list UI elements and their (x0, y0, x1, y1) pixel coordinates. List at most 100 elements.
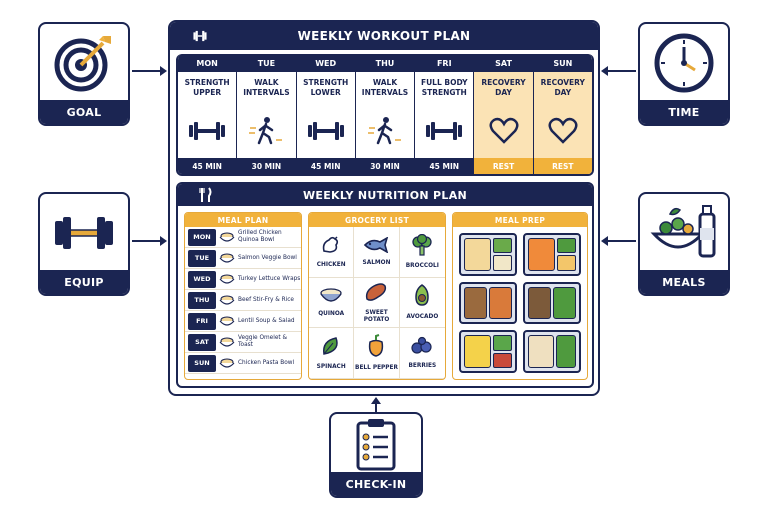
meal-bowl-icon (216, 315, 238, 327)
workout-duration: 45 MIN (415, 158, 474, 174)
meal-plan-row: MON Grilled Chicken Quinoa Bowl (185, 227, 301, 248)
workout-name: STRENGTH UPPER (184, 78, 230, 97)
workout-duration: 45 MIN (296, 158, 355, 174)
goal-arrow (132, 66, 167, 76)
checkin-card: CHECK-IN (329, 412, 423, 498)
target-arrow-icon (54, 36, 111, 92)
meal-bowl-icon (216, 252, 238, 264)
time-card: TIME (638, 22, 730, 126)
meal-name: Veggie Omelet & Toast (238, 335, 288, 348)
meal-bowl-icon (216, 273, 238, 285)
workout-day-wed: WED STRENGTH LOWER 45 MIN (296, 54, 356, 174)
meal-prep-container (459, 281, 517, 325)
day-label: TUE (237, 54, 296, 72)
heart-icon (534, 104, 592, 158)
day-label: THU (355, 54, 415, 72)
walk-icon (237, 104, 295, 158)
workout-title: WEEKLY WORKOUT PLAN (297, 29, 471, 43)
chicken-icon (320, 235, 342, 259)
workout-duration: 45 MIN (178, 158, 237, 174)
nutrition-title: WEEKLY NUTRITION PLAN (302, 188, 468, 202)
clock-icon (654, 33, 714, 93)
meal-prep-container (459, 233, 517, 276)
equip-label: EQUIP (40, 270, 128, 294)
avocado-icon (412, 283, 432, 311)
workout-duration: REST (533, 158, 592, 174)
grocery-item: BROCCOLI (399, 227, 445, 278)
workout-name: STRENGTH LOWER (303, 78, 349, 97)
workout-name: FULL BODY STRENGTH (420, 78, 468, 97)
heart-icon (474, 104, 532, 158)
meal-bowl-icon (216, 294, 238, 306)
day-label: MON (178, 54, 237, 72)
meal-prep-container (523, 233, 581, 276)
workout-name: RECOVERY DAY (540, 78, 585, 97)
meal-name: Chicken Pasta Bowl (238, 359, 295, 366)
grocery-title: GROCERY LIST (309, 213, 445, 227)
meal-prep-container (523, 281, 581, 325)
salad-bottle-icon (650, 205, 716, 258)
meal-day: SAT (188, 333, 216, 351)
dumbbell-icon (297, 104, 355, 158)
meals-arrow (601, 236, 636, 246)
fish-icon (363, 236, 389, 257)
workout-name: RECOVERY DAY (481, 78, 526, 97)
equip-arrow (132, 236, 167, 246)
meal-name: Salmon Veggie Bowl (238, 254, 297, 261)
meal-bowl-icon (216, 231, 238, 243)
meal-day: MON (188, 228, 216, 246)
meal-day: TUE (188, 249, 216, 267)
meal-plan-row: THU Beef Stir-Fry & Rice (185, 290, 301, 311)
meal-day: THU (188, 291, 216, 309)
grocery-name: AVOCADO (406, 314, 439, 321)
checkin-arrow (371, 397, 381, 412)
time-arrow (601, 66, 636, 76)
grocery-name: BERRIES (408, 363, 437, 370)
nutrition-header: WEEKLY NUTRITION PLAN (178, 184, 592, 206)
grocery-name: SPINACH (316, 364, 346, 371)
time-label: TIME (640, 100, 728, 124)
goal-label: GOAL (40, 100, 128, 124)
grocery-item: SALMON (354, 227, 400, 278)
leaf-icon (320, 335, 342, 361)
workout-duration: 30 MIN (355, 158, 415, 174)
meal-prep-column: MEAL PREP (452, 212, 588, 380)
meal-name: Beef Stir-Fry & Rice (238, 296, 294, 303)
grocery-item: SPINACH (309, 328, 355, 379)
meal-plan-row: SAT Veggie Omelet & Toast (185, 332, 301, 353)
meal-name: Grilled Chicken Quinoa Bowl (238, 230, 282, 243)
meal-plan-row: TUE Salmon Veggie Bowl (185, 248, 301, 269)
workout-day-mon: MON STRENGTH UPPER 45 MIN (178, 54, 238, 174)
grocery-item: CHICKEN (309, 227, 355, 278)
grocery-name: SWEET POTATO (363, 309, 390, 323)
workout-name: WALK INTERVALS (361, 78, 409, 97)
meals-label: MEALS (640, 270, 728, 294)
grocery-item: SWEET POTATO (354, 277, 400, 329)
grocery-name: CHICKEN (316, 261, 346, 268)
meal-bowl-icon (216, 357, 238, 369)
fork-knife-icon (199, 187, 212, 202)
workout-header: WEEKLY WORKOUT PLAN (170, 22, 598, 50)
workout-duration: REST (474, 158, 533, 174)
checkin-label: CHECK-IN (331, 472, 421, 496)
meal-day: FRI (188, 312, 216, 330)
meal-prep-title: MEAL PREP (453, 213, 587, 227)
grocery-item: BERRIES (399, 328, 445, 379)
grocery-name: SALMON (362, 259, 391, 266)
day-label: WED (296, 54, 355, 72)
workout-day-thu: THU WALK INTERVALS 30 MIN (355, 54, 416, 174)
meals-card: MEALS (638, 192, 730, 296)
dumbbell-icon (178, 104, 236, 158)
